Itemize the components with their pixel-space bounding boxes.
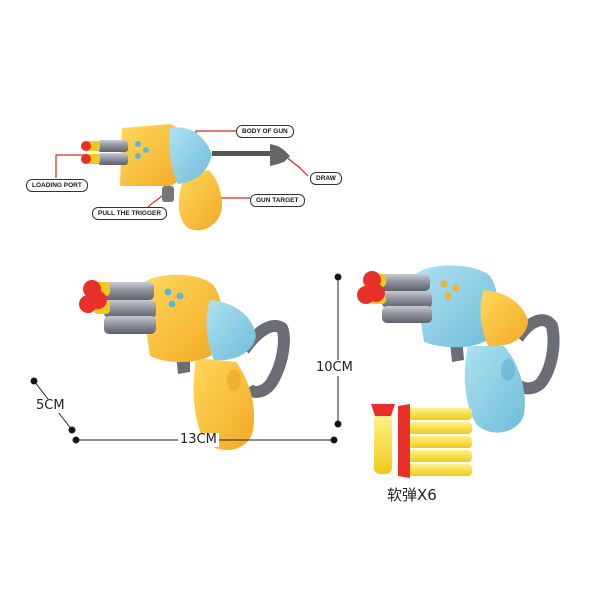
dart-stack (398, 404, 472, 478)
callout-pull-the-trigger: PULL THE TRIGGER (92, 207, 168, 220)
pull-rod (212, 151, 270, 156)
blue-gun-dart-3 (367, 284, 385, 302)
blue-gun-orange-part (480, 290, 528, 347)
dimension-height-label: 5CM (36, 398, 65, 413)
orange-gun (79, 274, 290, 451)
blue-gun-pull-loop (508, 314, 560, 395)
darts-caption: 软弹X6 (387, 486, 437, 504)
orange-gun-barrel-2 (104, 300, 156, 318)
dimension-tall-label: 10CM (316, 360, 353, 376)
diagram-barrel-bottom (98, 153, 128, 165)
foam-darts (371, 404, 472, 478)
orange-gun-barrel-1 (102, 282, 154, 300)
diagram-grip (178, 170, 222, 231)
blue-gun-grip (464, 346, 525, 433)
orange-gun-barrel-3 (104, 316, 156, 334)
blue-gun (357, 265, 560, 433)
dimension-length-label: 13CM (178, 432, 219, 447)
diagram-barrel-top (98, 140, 128, 152)
pull-handle (270, 144, 290, 166)
orange-gun-pull-loop (239, 320, 290, 398)
blue-gun-body (414, 265, 499, 348)
orange-gun-blue-part (206, 300, 256, 361)
diagram-blue-part (169, 127, 212, 184)
orange-gun-dart-3 (89, 291, 107, 309)
dart-standing (374, 414, 392, 474)
diagram-gun (55, 124, 309, 231)
callout-gun-target: GUN TARGET (250, 194, 305, 207)
callout-draw: DRAW (310, 172, 342, 185)
callout-body-of-gun: BODY OF GUN (236, 125, 294, 138)
orange-gun-body (140, 274, 224, 363)
callout-loading-port: LOADING PORT (26, 179, 88, 192)
